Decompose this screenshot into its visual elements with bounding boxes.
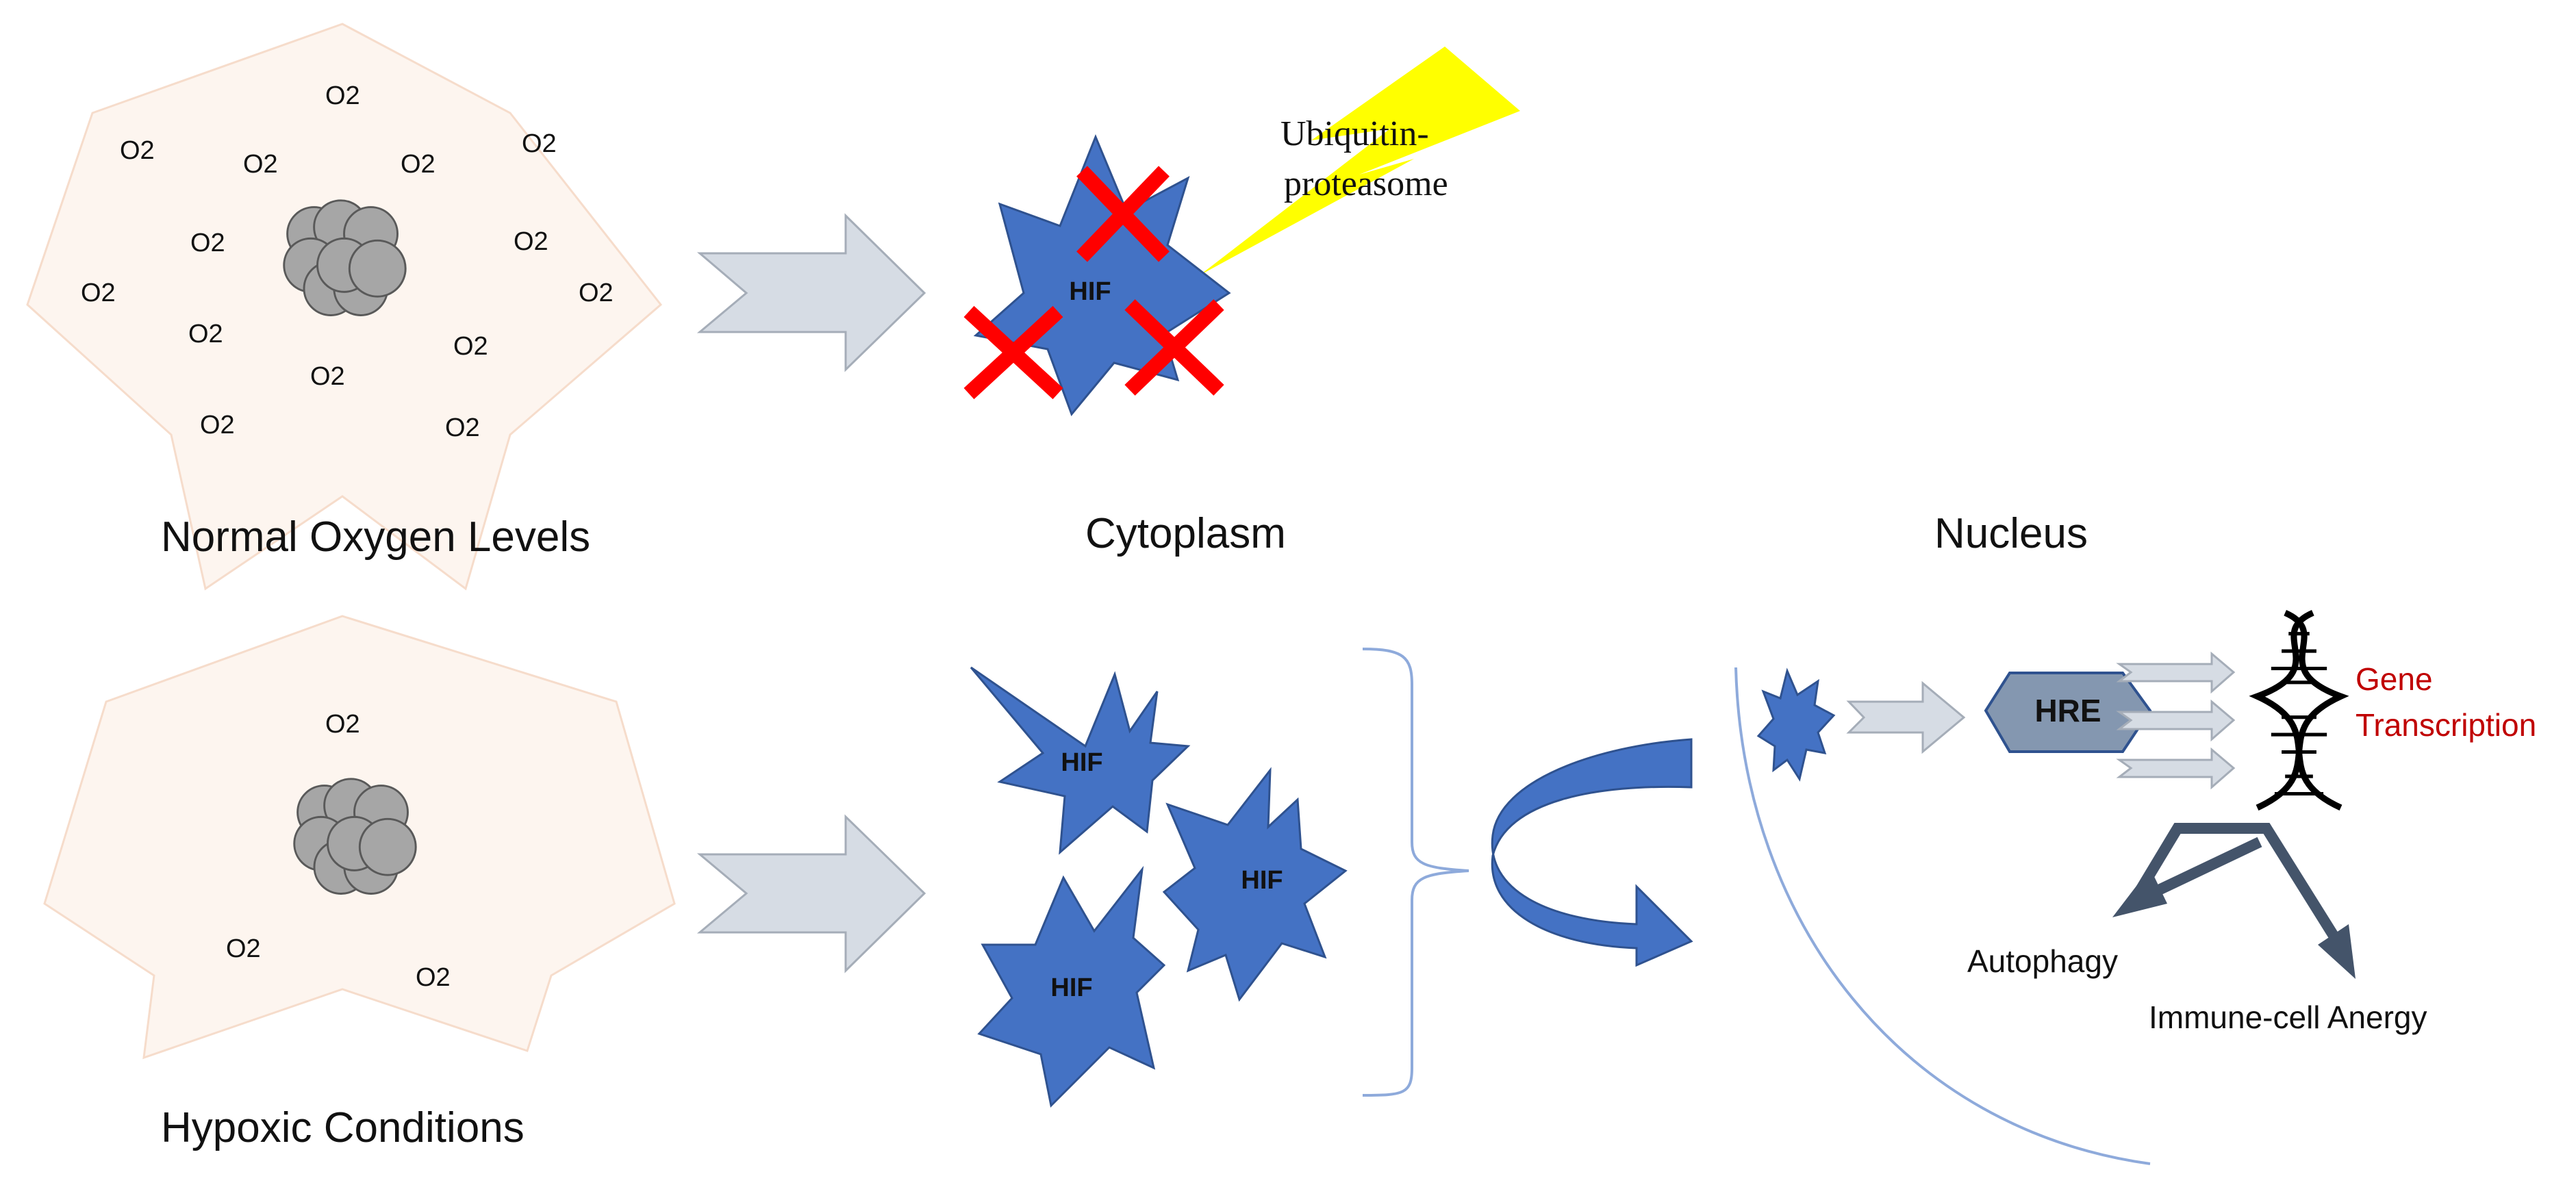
gene-transcription-label-1: Gene [2356, 661, 2433, 697]
svg-text:O2: O2 [81, 279, 116, 307]
hre-label: HRE [2034, 693, 2101, 728]
hif-label-degraded: HIF [1069, 277, 1111, 306]
ubiquitin-label: Ubiquitin- [1280, 114, 1429, 153]
svg-text:O2: O2 [416, 963, 451, 992]
downstream-effect-arrows [2119, 823, 2340, 941]
svg-text:O2: O2 [579, 279, 614, 307]
svg-text:O2: O2 [522, 129, 557, 158]
svg-text:O2: O2 [310, 362, 345, 391]
red-x-marks [963, 166, 1224, 400]
hif-label-1: HIF [1061, 748, 1102, 777]
svg-text:O2: O2 [120, 136, 155, 165]
o2-labels-bottom: O2 O2 O2 [226, 710, 451, 992]
hif-label-3: HIF [1050, 973, 1092, 1002]
o2-labels-top: O2 O2 O2 O2 O2 O2 O2 O2 O2 O2 O2 O2 O2 O… [81, 81, 614, 442]
nucleus-label: Nucleus [1934, 510, 2088, 557]
normal-oxygen-label: Normal Oxygen Levels [161, 513, 590, 561]
cytoplasm-label: Cytoplasm [1085, 510, 1286, 557]
svg-text:O2: O2 [453, 332, 488, 361]
nuclear-envelope [1734, 667, 2151, 1165]
arrowheads [2112, 868, 2356, 979]
arrow-to-hre [1846, 680, 1966, 754]
block-arrow-top [696, 213, 926, 372]
transcription-arrows [2116, 651, 2236, 790]
hif-star-2 [1162, 767, 1348, 1002]
hre-element [1984, 672, 2152, 753]
svg-text:O2: O2 [188, 320, 223, 348]
hif-star-nucleus [1756, 667, 1836, 782]
svg-text:O2: O2 [243, 150, 278, 179]
immune-cell-anergy-label: Immune-cell Anergy [2149, 999, 2427, 1035]
svg-text:O2: O2 [514, 227, 548, 256]
svg-text:O2: O2 [325, 710, 360, 739]
nuclear-translocation-arrow [1491, 738, 1693, 967]
svg-text:O2: O2 [325, 81, 360, 110]
hif-star-1 [970, 666, 1191, 855]
svg-text:O2: O2 [190, 229, 225, 257]
proteasome-label: proteasome [1284, 164, 1448, 203]
hif-label-2: HIF [1241, 866, 1283, 895]
hif-star-3 [977, 865, 1166, 1108]
svg-text:O2: O2 [200, 411, 235, 439]
svg-text:O2: O2 [445, 413, 480, 442]
ubiquitin-lightning [1200, 47, 1520, 275]
autophagy-label: Autophagy [1967, 943, 2118, 979]
svg-text:O2: O2 [401, 150, 435, 179]
dna-helix-icon [2258, 613, 2341, 808]
block-arrow-bottom [696, 814, 926, 973]
grouping-brace [1362, 648, 1469, 1097]
svg-text:O2: O2 [226, 934, 261, 963]
gene-transcription-label-2: Transcription [2356, 707, 2536, 743]
hypoxic-label: Hypoxic Conditions [161, 1104, 525, 1151]
